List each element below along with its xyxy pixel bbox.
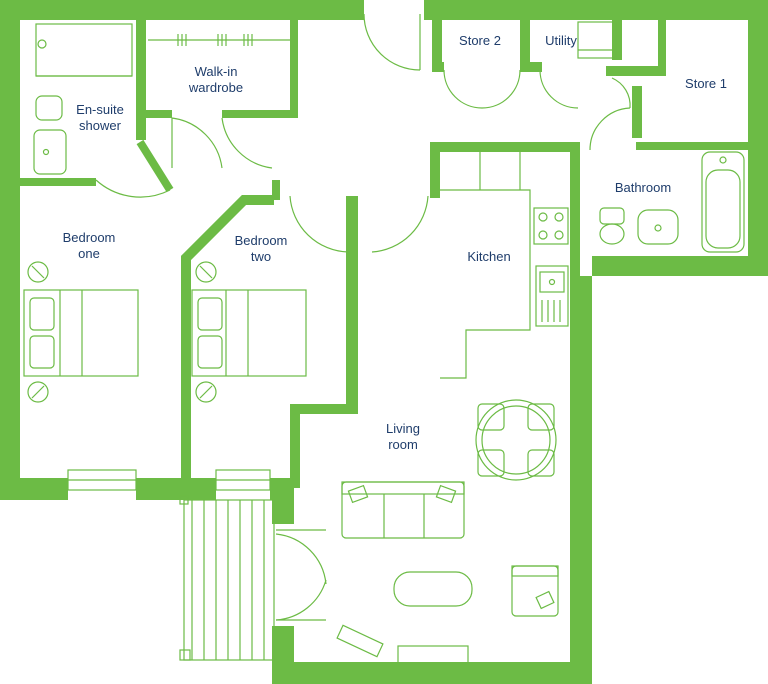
label-utility: Utility [545,33,577,48]
wall [520,62,542,72]
wall [424,0,768,20]
ensuite-toilet [35,95,63,121]
bathroom-basin [637,209,679,245]
side-table [336,624,384,658]
ensuite-basin [33,129,67,175]
label-store-2: Store 2 [459,33,501,48]
wall [290,404,300,488]
fixtures [23,13,745,665]
door-swings [95,13,631,621]
coffee-table [393,571,473,607]
wall [570,142,580,276]
dining-table [475,399,557,481]
wall [136,478,216,500]
wall [748,0,768,276]
wall [432,20,442,70]
wall [592,256,768,276]
hob [533,207,569,245]
wall [346,196,358,410]
label-kitchen: Kitchen [467,249,511,264]
wall [430,142,578,152]
tv-unit [397,645,469,665]
utility-appliance [577,21,617,59]
bath-tub [701,151,745,253]
wall [606,66,662,76]
wardrobe-rail [148,34,290,46]
kitchen-counter [440,150,531,379]
bedside-lamp [195,261,217,403]
wall [272,500,294,524]
sink [535,265,569,327]
label-bathroom: Bathroom [614,180,672,195]
window [67,469,137,491]
wall [0,0,364,20]
wall [181,195,274,482]
wall [430,142,440,198]
wall [222,110,298,118]
wall [0,0,20,500]
wall [136,20,146,140]
double-bed-two [191,289,307,377]
bedside-lamp [27,261,49,403]
wall [636,142,748,150]
wall [0,478,68,500]
armchair [511,565,559,617]
wall [658,20,666,76]
wall [612,20,622,60]
wall [20,178,96,186]
wall [290,20,298,118]
shower-tray [35,23,133,77]
window [215,469,271,491]
bathroom-toilet [599,207,625,245]
wall [272,662,592,684]
wall [432,62,444,72]
balcony-decking [179,495,275,661]
wall [520,20,530,72]
wall [270,478,294,500]
wall [290,404,358,414]
double-bed-one [23,289,139,377]
wall [632,86,642,138]
wall [136,139,174,193]
wall [272,180,280,200]
wall [136,110,172,118]
label-store-1: Store 1 [685,76,727,91]
sofa [341,481,465,539]
wall [570,276,592,684]
